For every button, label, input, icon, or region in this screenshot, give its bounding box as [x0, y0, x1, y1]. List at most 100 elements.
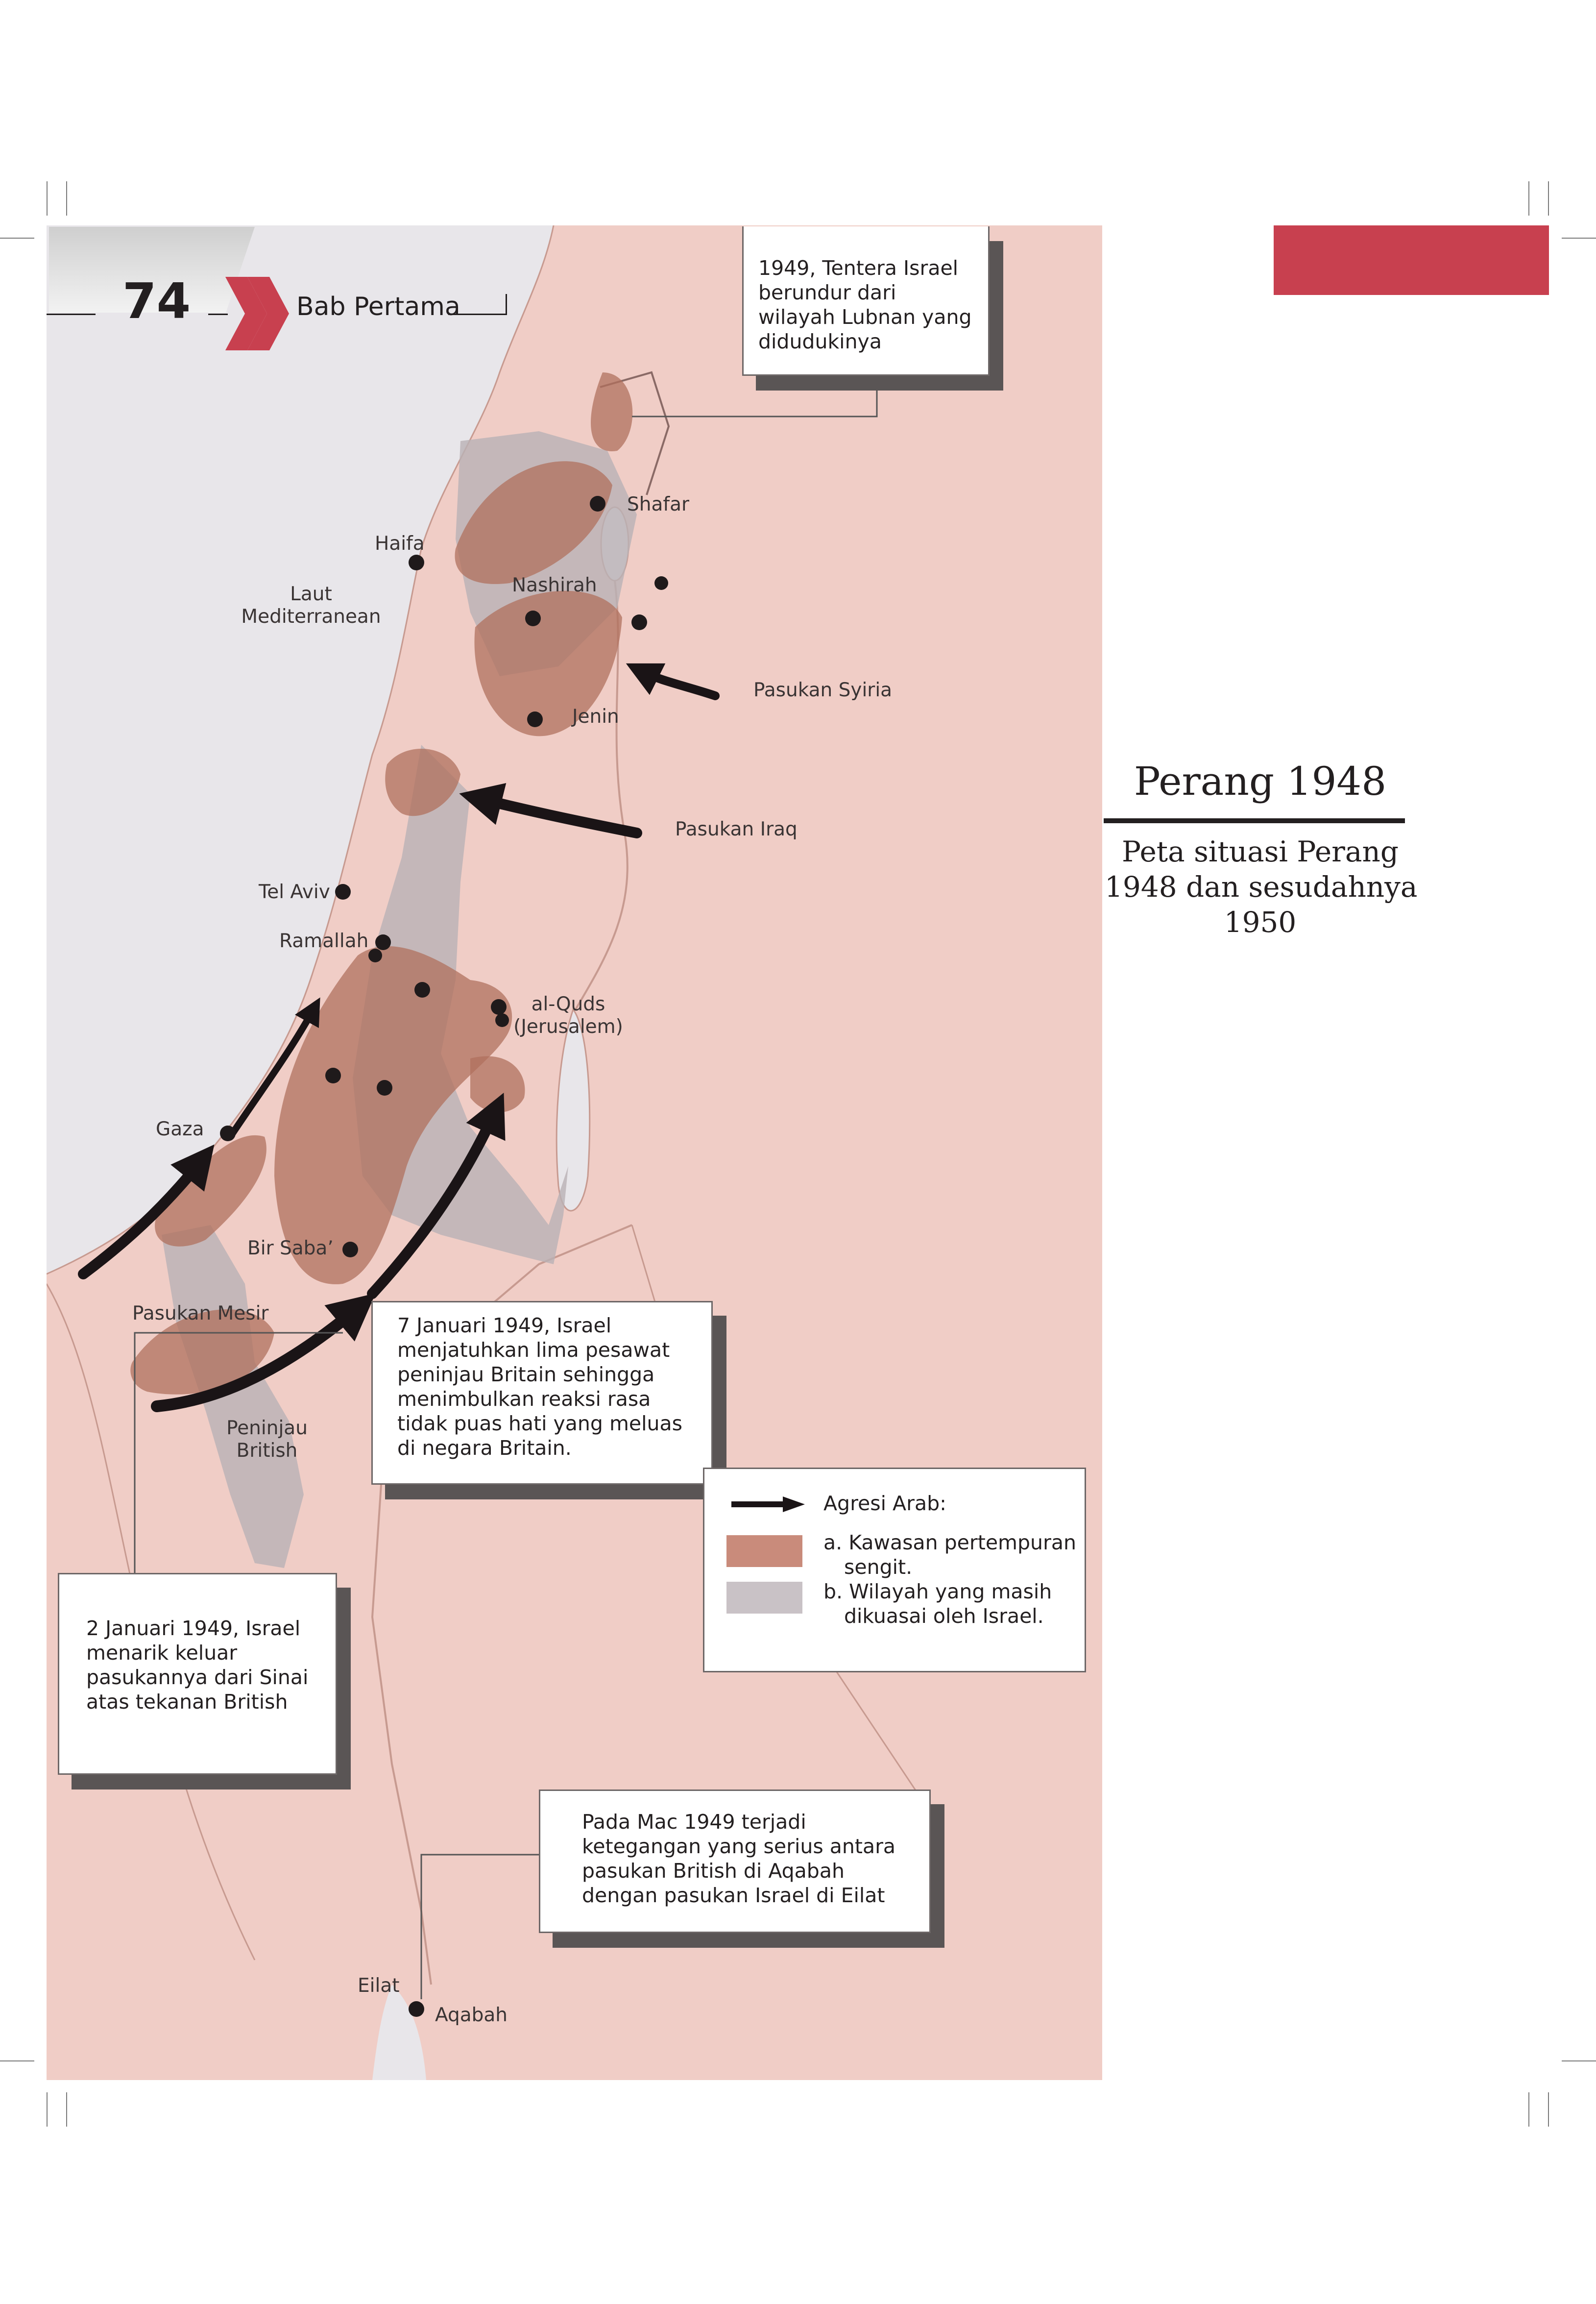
callout-lebanon-line-4: didudukinya [758, 330, 882, 353]
legend-arrow-label: Agresi Arab: [823, 1492, 946, 1515]
arrow-syria [626, 663, 720, 700]
double-chevron-icon [225, 277, 289, 350]
city-dot-jenin [527, 711, 543, 727]
callout-jan2-line-4: atas tekanan British [86, 1690, 288, 1714]
arrow-iraq [459, 783, 642, 838]
arrow-egypt-east [367, 1093, 506, 1299]
crop-mark [1562, 2060, 1596, 2061]
header-rule-left [47, 314, 96, 315]
callout-jan7-line-3: peninjau Britain sehingga [397, 1363, 655, 1386]
sidebar-caption-line-1: Peta situasi Perang [1122, 835, 1399, 868]
leader-march [420, 1854, 541, 1999]
label-bir-saba: Bir Saba’ [247, 1237, 334, 1259]
label-sea-line-2: Mediterranean [241, 606, 381, 628]
city-dot-jerusalem [491, 999, 507, 1015]
header-rule-tick [506, 294, 507, 315]
city-dot-shafar [590, 496, 605, 512]
crop-mark [1562, 238, 1596, 239]
callout-jan7-line-6: di negara Britain. [397, 1436, 572, 1460]
arrow-egypt-south [151, 1293, 376, 1412]
callout-jan7: 7 Januari 1949, Israel menjatuhkan lima … [371, 1301, 713, 1485]
crop-mark [66, 2092, 67, 2127]
city-dot-haifa [409, 555, 424, 570]
combat-zone-sinai [130, 1309, 274, 1395]
callout-jan2: 2 Januari 1949, Israel menarik keluar pa… [58, 1573, 337, 1775]
page-number: 74 [122, 272, 191, 330]
label-iraq-forces: Pasukan Iraq [675, 818, 798, 840]
callout-lebanon-line-1: 1949, Tentera Israel [758, 256, 959, 280]
label-nashirah: Nashirah [512, 574, 597, 596]
header-tab [49, 227, 255, 313]
sidebar-rule [1104, 818, 1405, 823]
callout-jan7-line-1: 7 Januari 1949, Israel [397, 1314, 612, 1337]
legend-swatch-israel [726, 1582, 802, 1614]
crop-mark [1528, 181, 1529, 216]
header-rule-mid [208, 314, 228, 315]
legend: Agresi Arab: a. Kawasan pertempuran seng… [703, 1468, 1086, 1672]
label-ramallah: Ramallah [279, 930, 369, 952]
combat-zone-lebanon [591, 372, 633, 451]
callout-march-line-3: pasukan British di Aqabah [582, 1859, 845, 1883]
callout-jan2-line-1: 2 Januari 1949, Israel [86, 1617, 301, 1640]
city-dot-tel-aviv [335, 884, 351, 900]
label-tel-aviv: Tel Aviv [259, 881, 330, 903]
city-dot-tiberias [654, 576, 668, 590]
callout-march-line-1: Pada Mac 1949 terjadi [582, 1810, 806, 1834]
legend-item-a-line-1: a. Kawasan pertempuran [823, 1531, 1076, 1554]
label-eilat: Eilat [358, 1975, 400, 1997]
city-dot-hebron-west [325, 1068, 341, 1083]
arrow-egypt-gaza [78, 1144, 215, 1279]
callout-march-line-4: dengan pasukan Israel di Eilat [582, 1884, 885, 1907]
accent-bar [1274, 225, 1549, 295]
label-sea: Laut Mediterranean [230, 583, 392, 628]
city-dot-samakh [631, 614, 647, 630]
label-al-quds-line-2: (Jerusalem) [513, 1016, 623, 1038]
city-dot-bir-saba [342, 1242, 358, 1257]
legend-arrow-icon [731, 1496, 805, 1512]
city-dot-gaza [220, 1126, 236, 1141]
label-british-observers: Peninjau British [196, 1417, 338, 1462]
city-dot-jerusalem-2 [495, 1013, 509, 1027]
callout-jan2-line-3: pasukannya dari Sinai [86, 1666, 309, 1689]
gulf-of-aqaba [372, 1985, 426, 2080]
legend-item-a-line-2: sengit. [844, 1555, 913, 1579]
label-sea-line-1: Laut [290, 583, 332, 605]
chapter-title: Bab Pertama [296, 292, 460, 321]
sidebar-caption: Peta situasi Perang 1948 dan sesudahnya … [1105, 834, 1418, 940]
callout-lebanon-line-3: wilayah Lubnan yang [758, 305, 972, 329]
sidebar-title: Perang 1948 [1134, 759, 1387, 804]
legend-item-b-line-2: dikuasai oleh Israel. [844, 1604, 1044, 1628]
combat-zone-coastal-north [385, 748, 460, 816]
label-al-quds-line-1: al-Quds [531, 993, 605, 1015]
legend-item-b: b. Wilayah yang masih dikuasai oleh Isra… [823, 1579, 1052, 1628]
city-dot-aqabah [409, 2001, 424, 2017]
label-british-observers-line-2: British [236, 1440, 298, 1462]
combat-zone-galilee [455, 461, 612, 584]
sidebar-caption-line-3: 1950 [1224, 906, 1297, 939]
city-dot-nashirah [525, 611, 541, 626]
callout-jan2-line-2: menarik keluar [86, 1641, 238, 1665]
city-dot-ramallah-2 [368, 949, 382, 962]
label-british-observers-line-1: Peninjau [226, 1417, 308, 1439]
label-haifa: Haifa [375, 533, 425, 555]
israel-held-south [162, 1225, 304, 1568]
combat-zone-central [274, 946, 512, 1284]
crop-mark [0, 238, 34, 239]
label-al-quds: al-Quds (Jerusalem) [490, 993, 647, 1038]
label-aqabah: Aqabah [435, 2004, 508, 2026]
arrow-egypt-coast [227, 997, 320, 1140]
leader-jan2 [134, 1332, 343, 1573]
header-rule-right [448, 314, 507, 315]
crop-mark [0, 2060, 34, 2061]
city-dot-central [414, 982, 430, 998]
city-dot-hebron [377, 1080, 392, 1096]
leader-lebanon [632, 380, 878, 417]
callout-march-line-2: ketegangan yang serius antara [582, 1835, 896, 1858]
sidebar-caption-line-2: 1948 dan sesudahnya [1105, 870, 1418, 904]
city-dot-ramallah [375, 934, 391, 950]
callout-jan7-line-5: tidak puas hati yang meluas [397, 1412, 682, 1435]
crop-mark [47, 181, 48, 216]
label-egypt-forces: Pasukan Mesir [132, 1302, 269, 1324]
crop-mark [1528, 2092, 1529, 2127]
legend-swatch-combat [726, 1535, 802, 1567]
